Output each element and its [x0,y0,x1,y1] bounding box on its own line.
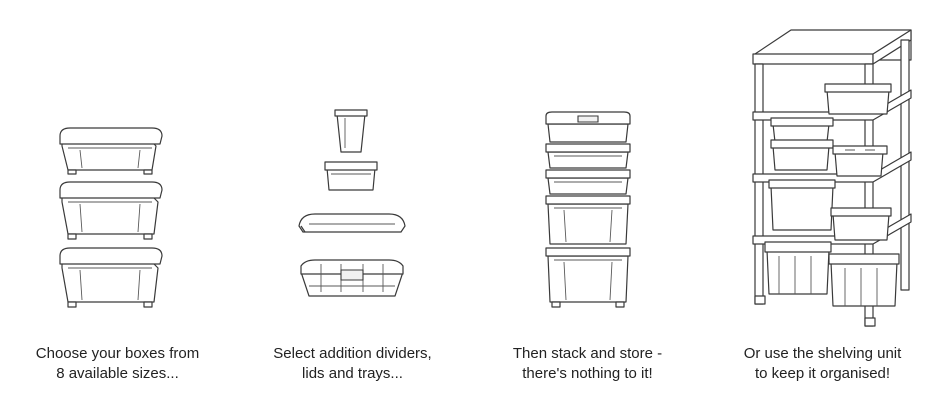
stacked-box-icon [545,111,631,143]
caption-line: Choose your boxes from [35,345,200,362]
step-caption: Or use the shelving unit to keep it orga… [705,344,940,384]
step-choose-boxes: Choose your boxes from 8 available sizes… [0,0,235,400]
shelving-unit-illustration [752,29,912,327]
small-tub-icon [324,161,378,191]
caption-line: Then stack and store - [512,345,663,362]
stacked-box-icon [545,247,631,308]
stacked-box-icon [545,195,631,245]
caption-line: Select addition dividers, [273,345,432,362]
caption-line: there's nothing to it! [522,365,653,382]
step-shelving-unit: Or use the shelving unit to keep it orga… [705,0,940,400]
step-caption: Select addition dividers, lids and trays… [235,344,470,384]
step-caption: Then stack and store - there's nothing t… [470,344,705,384]
stacked-box-icon [545,169,631,195]
lid-icon [298,213,406,233]
accessories-illustration [298,109,406,297]
caption-line: lids and trays... [302,365,403,382]
step-stack-and-store: Then stack and store - there's nothing t… [470,0,705,400]
caption-line: to keep it organised! [754,365,891,382]
box-icon [59,247,163,308]
stacked-boxes-illustration [545,111,631,308]
cup-insert-icon [334,109,368,153]
shelf-box-icon [832,145,888,177]
tray-icon [300,259,404,297]
caption-line: 8 available sizes... [56,365,179,382]
storage-boxes-illustration [59,127,163,308]
step-select-accessories: Select addition dividers, lids and trays… [235,0,470,400]
step-caption: Choose your boxes from 8 available sizes… [0,344,235,384]
shelf-box-icon [824,83,892,115]
stacked-box-icon [545,143,631,169]
shelf-box-icon [768,179,892,241]
shelf-tray-icon [764,241,900,307]
box-icon [59,181,163,240]
caption-line: Or use the shelving unit [743,345,902,362]
box-icon [59,127,163,175]
shelf-box-icon [770,117,834,171]
